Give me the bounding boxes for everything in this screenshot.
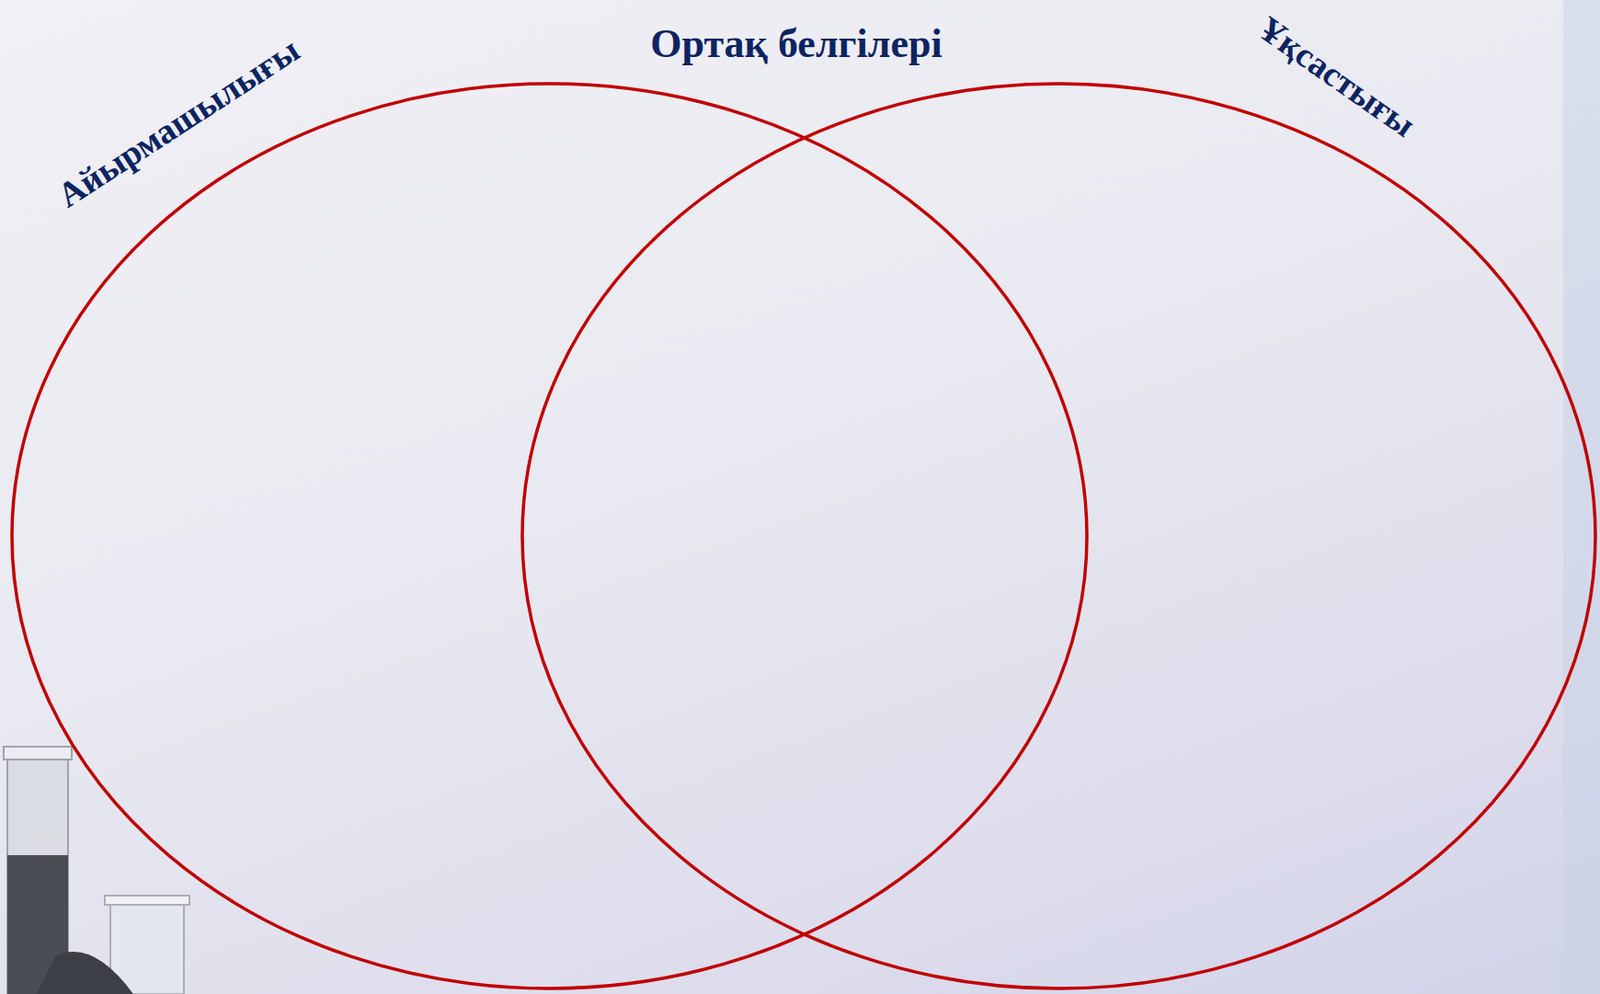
set-heading: Ұқсастығы [1250, 7, 1423, 145]
ellipse-outline [520, 81, 1598, 991]
intersection-heading: Ортақ белгілері [650, 20, 942, 68]
set-heading: Айырмашылығы [50, 29, 308, 216]
ellipse-outline [10, 81, 1089, 991]
venn-ellipse: Айырмашылығы [10, 81, 1089, 991]
glassware-illustration [3, 746, 190, 994]
venn-ellipse: Ұқсастығы [520, 81, 1598, 991]
